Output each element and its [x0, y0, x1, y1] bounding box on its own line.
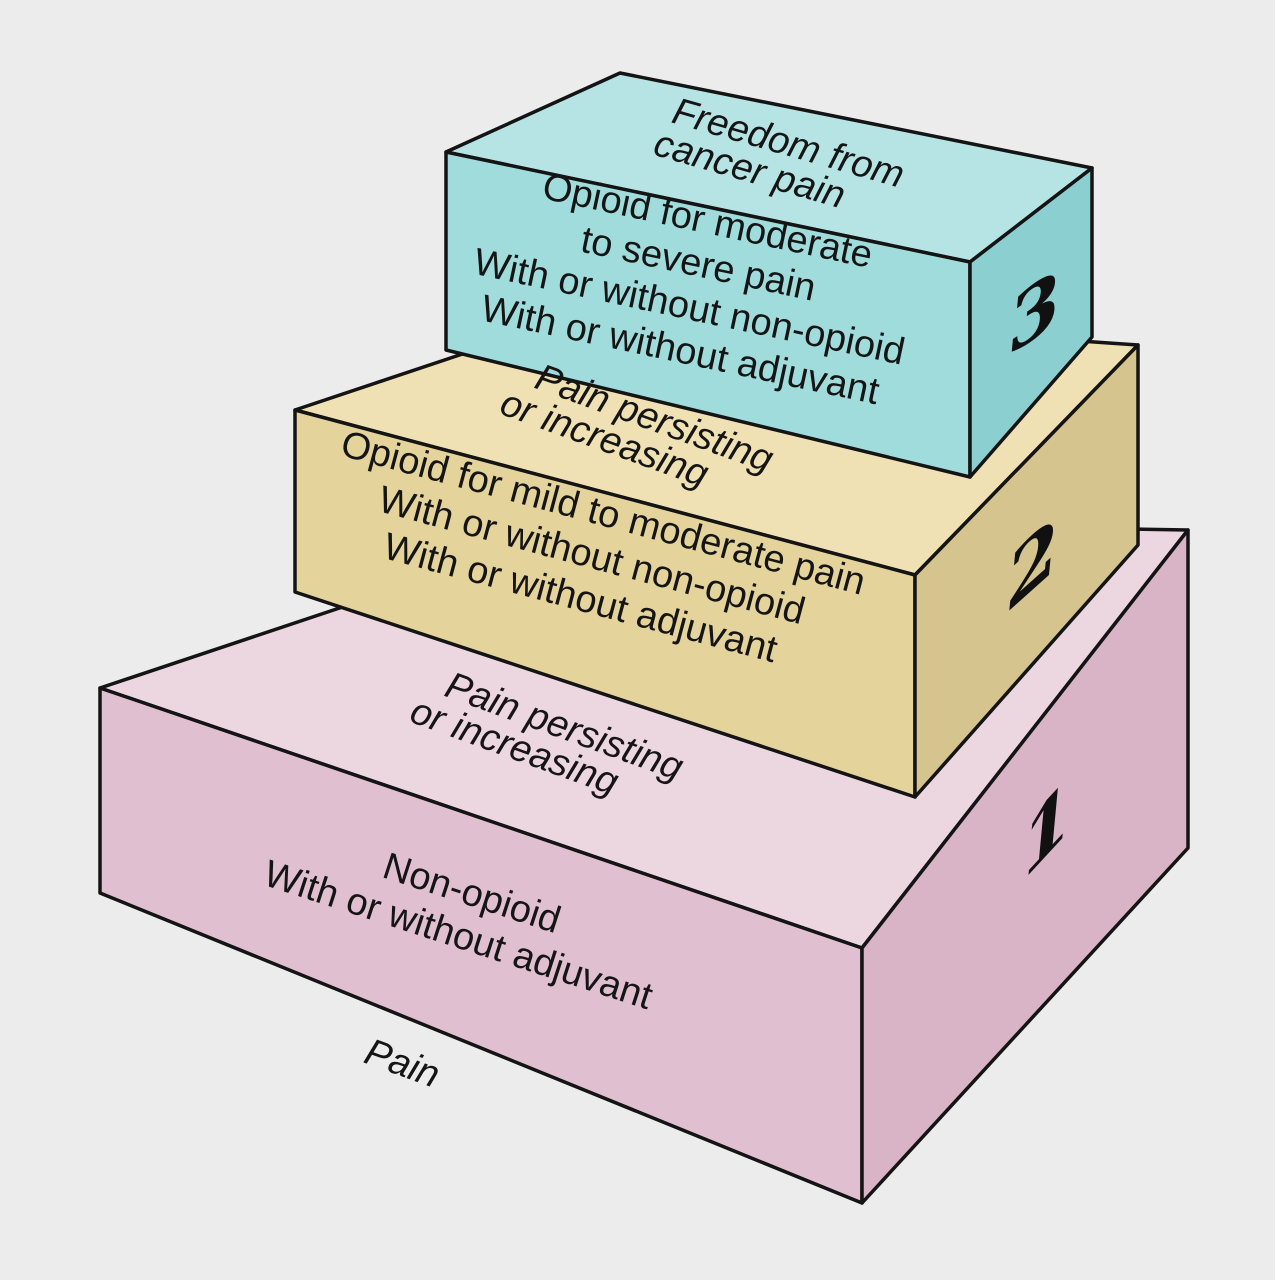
step-3-side-face	[968, 166, 1094, 479]
step-2-side-face	[913, 343, 1140, 799]
pain-base-label: Pain	[359, 1031, 445, 1096]
step-1-side-face	[860, 528, 1190, 1205]
step-3-box	[444, 71, 1094, 479]
